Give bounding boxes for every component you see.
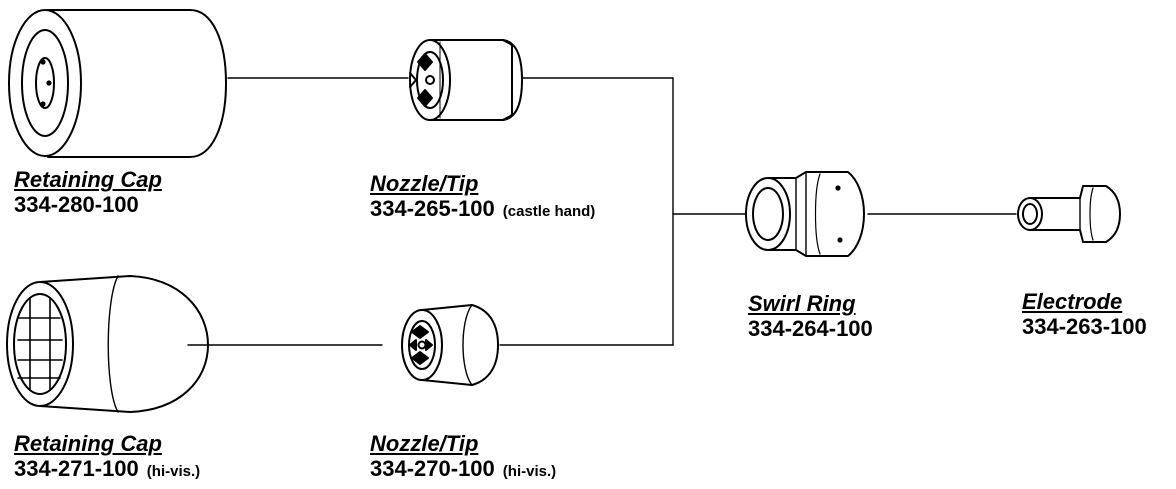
part-name: Retaining Cap (14, 167, 162, 192)
part-number: 334-270-100(hi-vis.) (370, 456, 557, 481)
part-number: 334-263-100 (1022, 314, 1147, 339)
retaining-cap-icon (8, 9, 227, 158)
part-number: 334-265-100(castle hand) (370, 196, 596, 221)
part-number: 334-271-100(hi-vis.) (14, 456, 201, 481)
retaining-cap-label: Retaining Cap 334-280-100 (14, 168, 162, 218)
part-name: Swirl Ring (748, 291, 856, 316)
connector-lines (187, 77, 1017, 346)
part-number: 334-280-100 (14, 192, 139, 217)
electrode-label: Electrode 334-263-100 (1022, 290, 1147, 340)
hivis-cap-label: Retaining Cap 334-271-100(hi-vis.) (14, 432, 200, 485)
part-name: Electrode (1022, 289, 1123, 314)
part-note: (hi-vis.) (502, 463, 557, 480)
nozzle-icon (409, 39, 523, 121)
part-name: Retaining Cap (14, 431, 162, 456)
nozzle-castle-label: Nozzle/Tip 334-265-100(castle hand) (370, 172, 595, 225)
part-note: (castle hand) (502, 203, 596, 220)
part-number: 334-264-100 (748, 316, 873, 341)
swirl-ring-icon (745, 171, 865, 257)
hivis-nozzle-icon (401, 304, 499, 386)
electrode-icon (1017, 185, 1121, 243)
part-name: Nozzle/Tip (370, 431, 479, 456)
hivis-cap-icon (6, 275, 209, 413)
part-note: (hi-vis.) (146, 463, 201, 480)
hivis-nozzle-label: Nozzle/Tip 334-270-100(hi-vis.) (370, 432, 556, 485)
swirl-ring-label: Swirl Ring 334-264-100 (748, 292, 873, 342)
part-name: Nozzle/Tip (370, 171, 479, 196)
